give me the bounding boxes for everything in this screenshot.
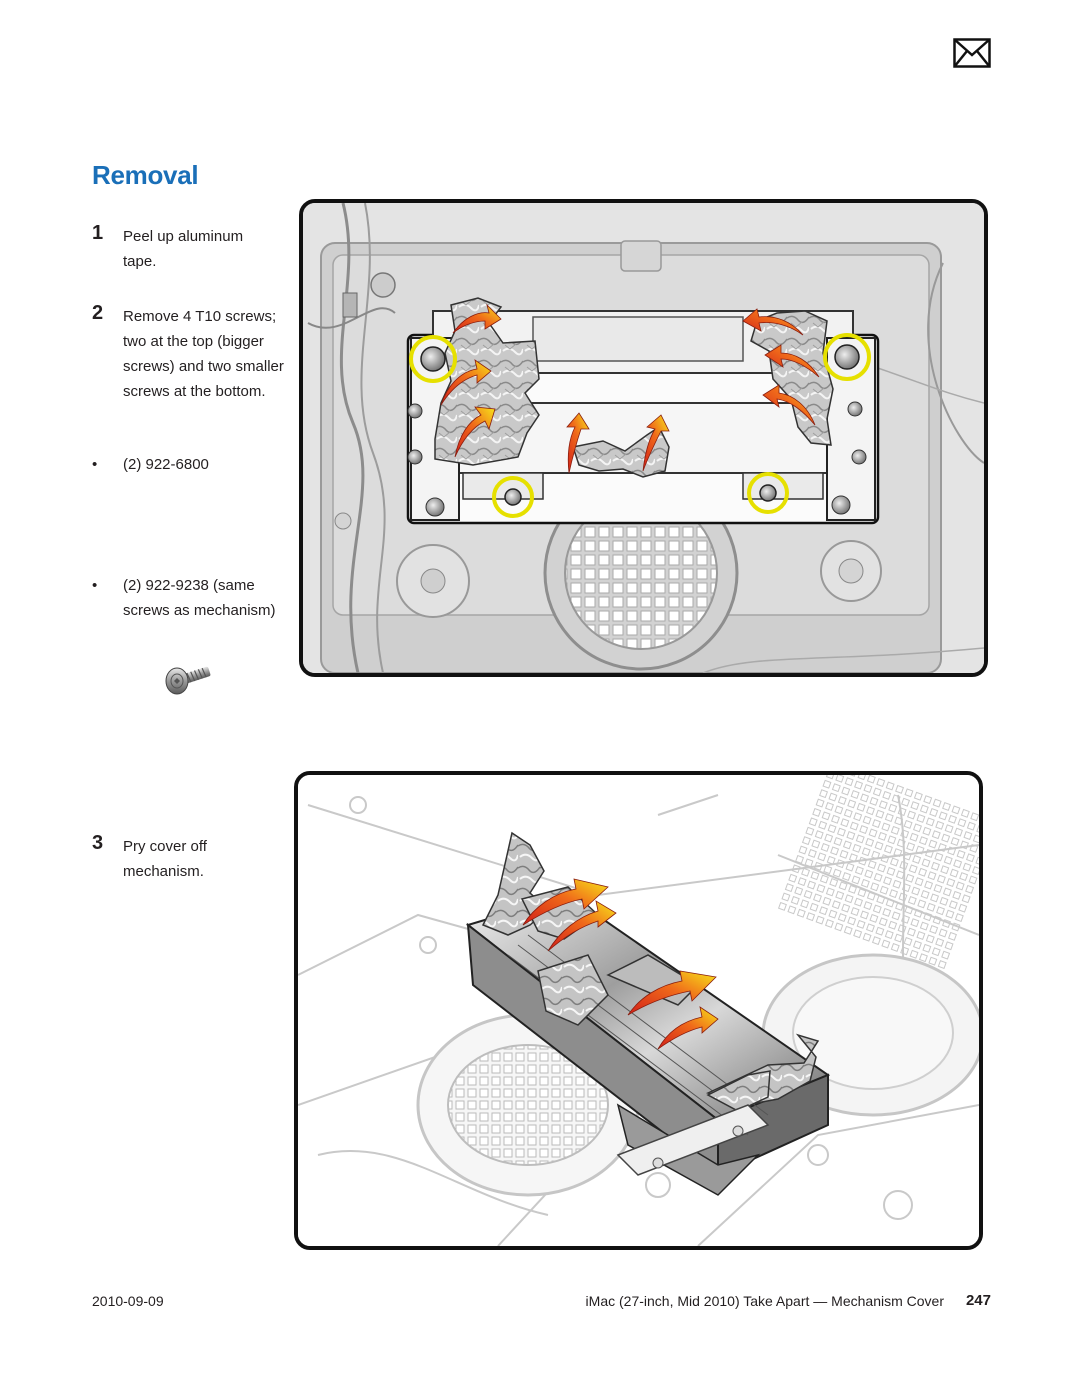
page-number: 247 [965,1292,991,1309]
footer-title: iMac (27-inch, Mid 2010) Take Apart — Me… [585,1293,944,1309]
screw-icon [165,666,211,695]
mechanism-tape-removal-illustration [303,203,984,673]
footer-date: 2010-09-09 [92,1293,164,1309]
step-number: 3 [92,832,104,854]
step-text: Remove 4 T10 screws; two at the top (big… [123,308,284,400]
step-text: Pry cover off mechanism. [123,838,207,880]
figure-tape-removal [299,199,988,677]
figure-pry-cover [294,771,983,1250]
mechanism-cover-pry-illustration [298,775,979,1246]
page-title: Removal [92,160,199,190]
part-number-text: (2) 922-9238 (same screws as mechanism) [123,577,276,619]
bullet-dot: • [92,577,98,594]
step-number: 1 [92,222,104,244]
bullet-dot: • [92,456,98,473]
part-number-text: (2) 922-6800 [123,456,209,473]
step-text: Peel up aluminum tape. [123,228,244,270]
step-number: 2 [92,302,104,324]
envelope-icon[interactable] [953,38,991,68]
